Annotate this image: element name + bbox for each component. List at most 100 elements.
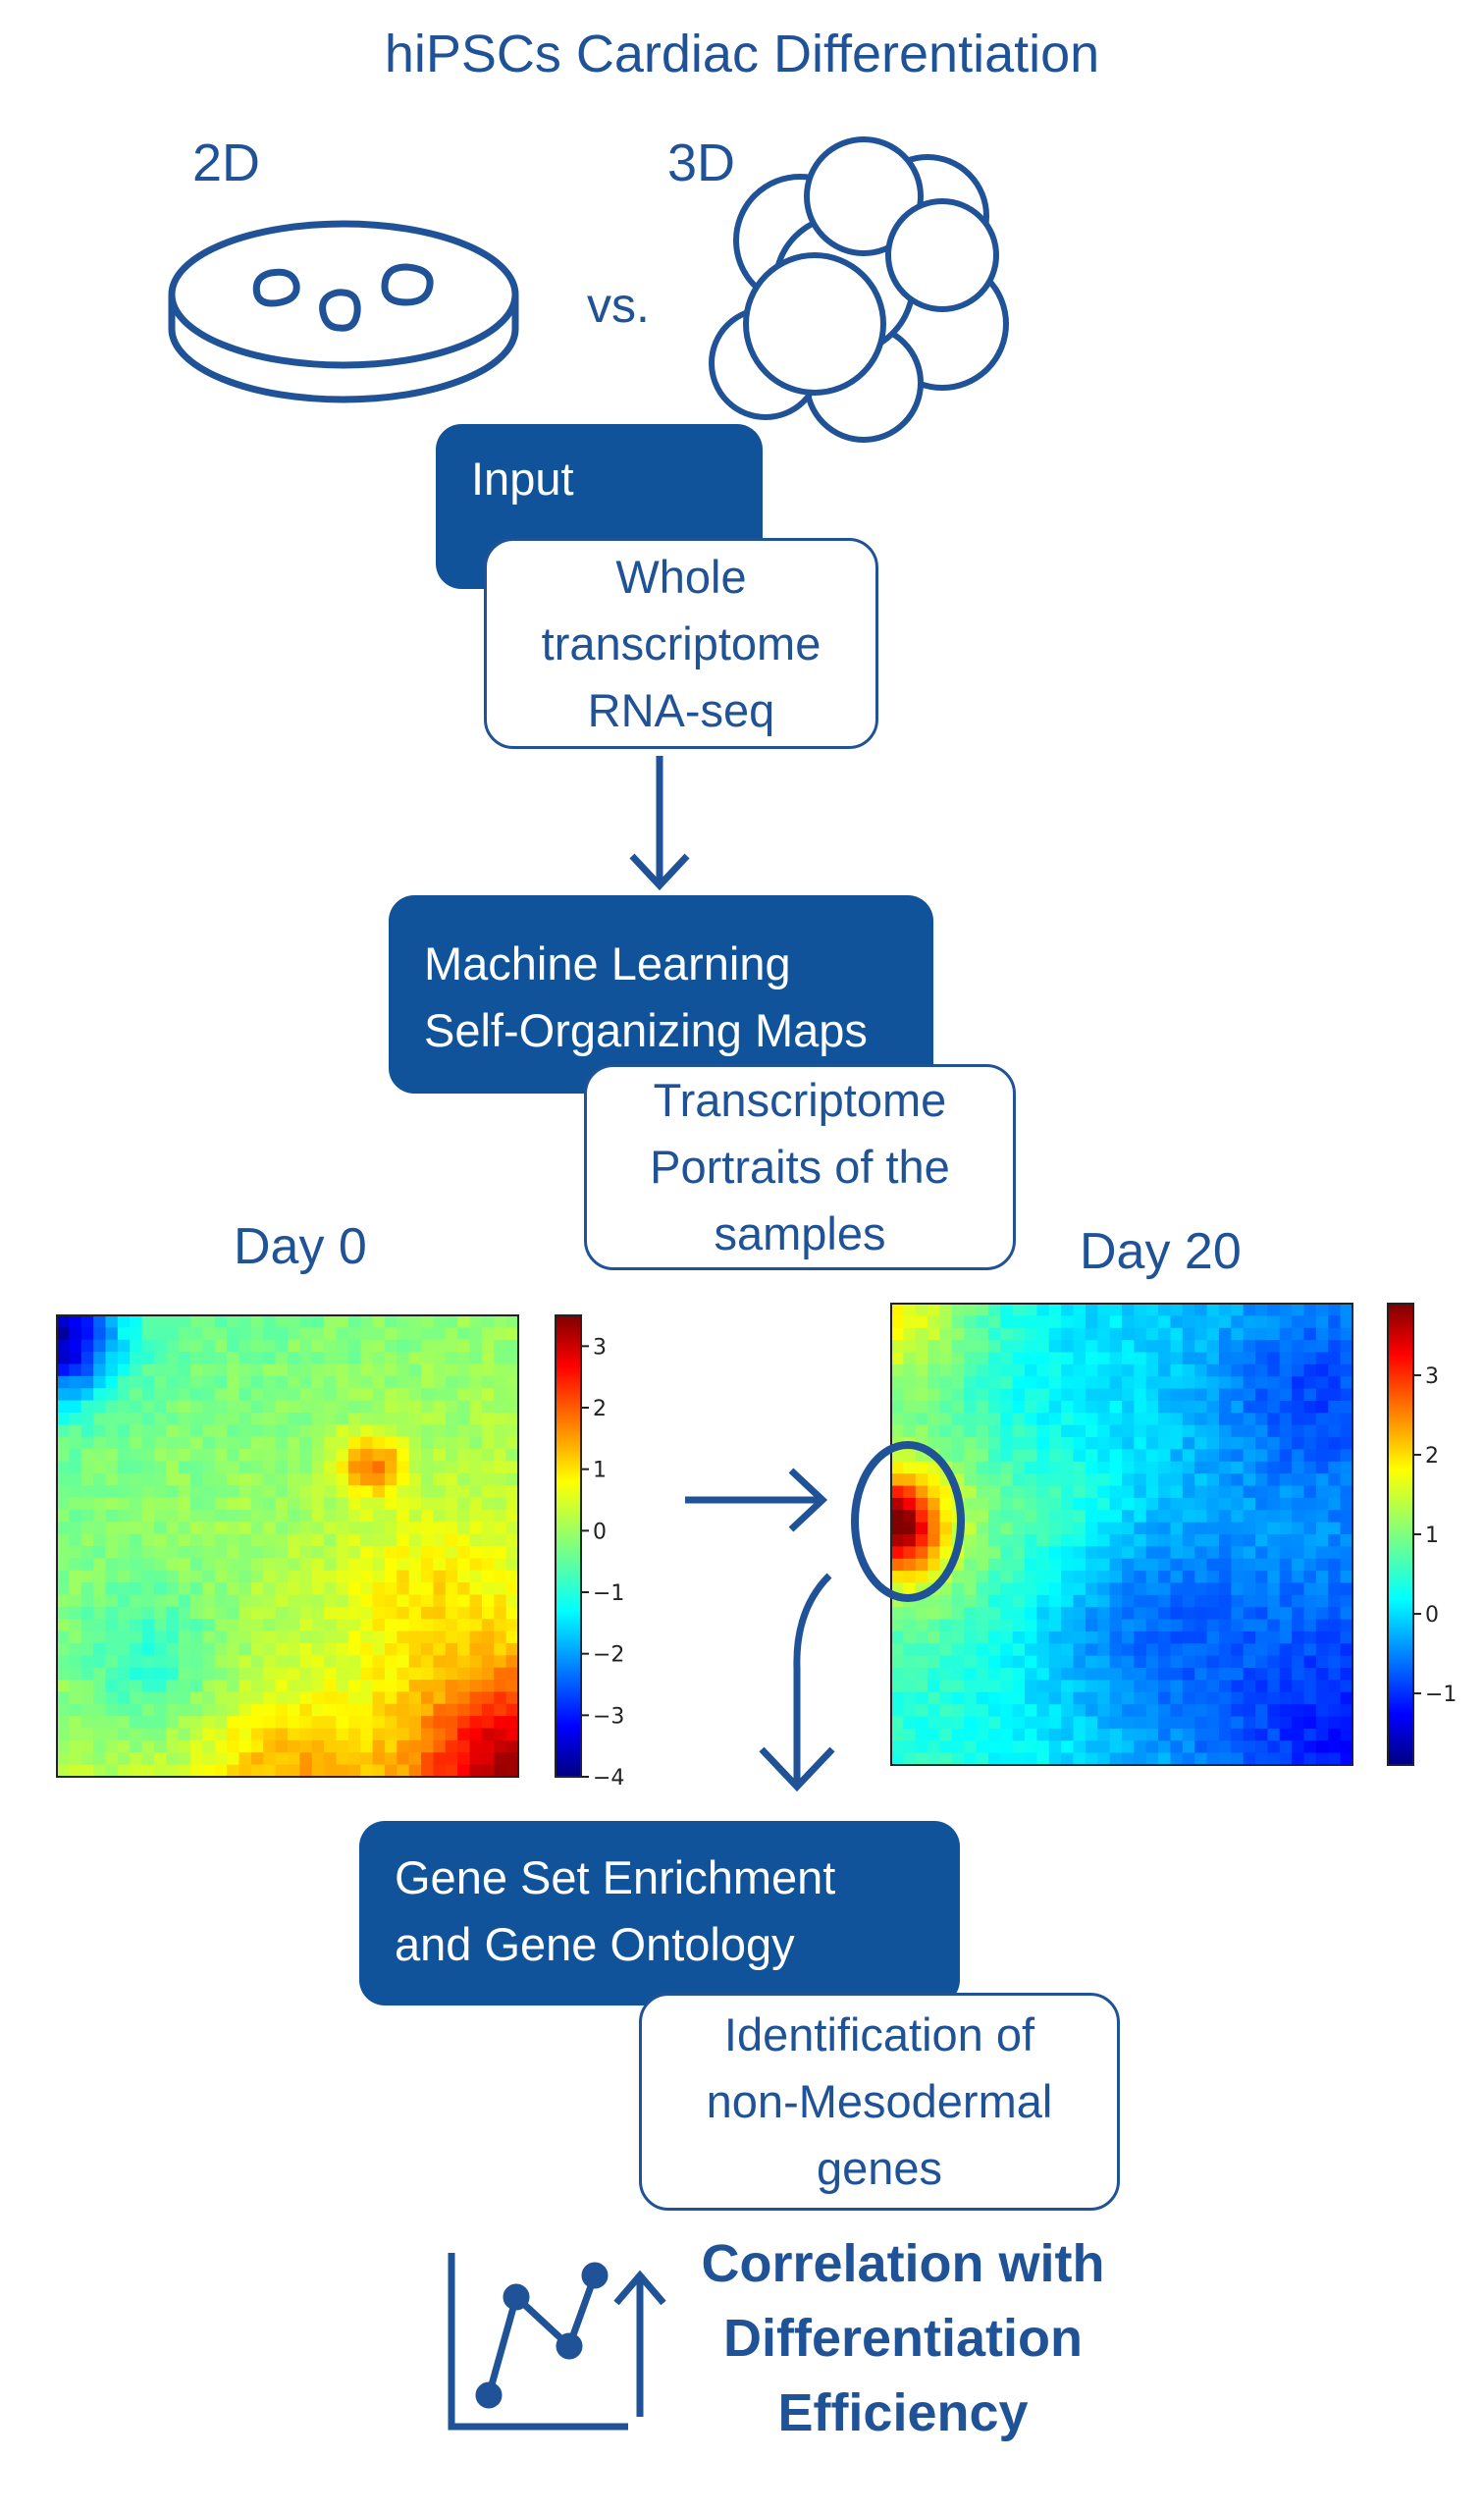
heatmap-cell: [1122, 1680, 1135, 1693]
heatmap-cell: [421, 1570, 435, 1583]
heatmap-cell: [80, 1461, 94, 1474]
heatmap-cell: [117, 1619, 131, 1632]
heatmap-cell: [69, 1642, 82, 1656]
heatmap-cell: [1025, 1424, 1038, 1438]
heatmap-cell: [1109, 1510, 1123, 1524]
heatmap-cell: [505, 1546, 519, 1559]
heatmap-cell: [1243, 1740, 1256, 1754]
heatmap-cell: [311, 1739, 325, 1753]
heatmap-cell: [928, 1558, 941, 1572]
heatmap-cell: [1000, 1728, 1014, 1741]
heatmap-cell: [408, 1655, 422, 1669]
heatmap-cell: [421, 1485, 435, 1499]
heatmap-cell: [299, 1497, 313, 1511]
heatmap-cell: [397, 1339, 410, 1353]
heatmap-cell: [105, 1655, 119, 1669]
heatmap-cell: [93, 1716, 107, 1730]
heatmap-cell: [1243, 1413, 1256, 1426]
heatmap-cell: [987, 1485, 1001, 1499]
heatmap-cell: [1134, 1716, 1147, 1730]
heatmap-cell: [976, 1752, 989, 1766]
heatmap-cell: [505, 1352, 519, 1365]
heatmap-cell: [347, 1449, 361, 1463]
heatmap-cell: [1097, 1655, 1111, 1669]
heatmap-cell: [360, 1582, 374, 1596]
heatmap-cell: [1182, 1607, 1195, 1621]
heatmap-cell: [928, 1340, 941, 1354]
heatmap-cell: [964, 1510, 978, 1524]
heatmap-cell: [57, 1752, 70, 1766]
heatmap-cell: [1182, 1534, 1195, 1547]
heatmap-cell: [178, 1703, 191, 1717]
heatmap-cell: [1109, 1716, 1123, 1730]
heatmap-cell: [939, 1643, 953, 1657]
heatmap-cell: [915, 1388, 928, 1402]
heatmap-cell: [445, 1739, 458, 1753]
heatmap-cell: [421, 1691, 435, 1705]
heatmap-cell: [299, 1363, 313, 1377]
heatmap-cell: [178, 1461, 191, 1474]
heatmap-cell: [275, 1388, 289, 1402]
heatmap-cell: [445, 1388, 458, 1402]
heatmap-cell: [263, 1546, 277, 1559]
heatmap-cell: [153, 1472, 167, 1486]
heatmap-cell: [1194, 1728, 1208, 1741]
heatmap-cell: [1109, 1728, 1123, 1741]
heatmap-cell: [1122, 1752, 1135, 1766]
heatmap-cell: [275, 1582, 289, 1596]
heatmap-cell: [976, 1304, 989, 1316]
heatmap-cell: [1036, 1352, 1050, 1365]
colorbar-tick-label: 1: [1425, 1524, 1439, 1548]
heatmap-cell: [976, 1473, 989, 1487]
heatmap-cell: [397, 1703, 410, 1717]
heatmap-cell: [397, 1472, 410, 1486]
heatmap-cell: [457, 1522, 471, 1535]
heatmap-cell: [1182, 1668, 1195, 1682]
heatmap-cell: [1170, 1534, 1184, 1547]
heatmap-cell: [288, 1619, 300, 1632]
heatmap-cell: [397, 1558, 410, 1572]
heatmap-cell: [1036, 1327, 1050, 1341]
heatmap-cell: [1097, 1352, 1111, 1365]
heatmap-cell: [202, 1716, 216, 1730]
heatmap-cell: [1206, 1607, 1220, 1621]
heatmap-cell: [1036, 1400, 1050, 1414]
heatmap-cell: [1206, 1534, 1220, 1547]
heatmap-cell: [227, 1680, 240, 1693]
heatmap-cell: [1231, 1485, 1245, 1499]
heatmap-cell: [1340, 1680, 1353, 1693]
heatmap-cell: [505, 1461, 519, 1474]
heatmap-cell: [178, 1375, 191, 1389]
heatmap-cell: [469, 1546, 483, 1559]
heatmap-cell: [408, 1436, 422, 1450]
heatmap-cell: [1194, 1668, 1208, 1682]
heatmap-cell: [141, 1594, 155, 1608]
heatmap-cell: [360, 1485, 374, 1499]
heatmap-cell: [505, 1703, 519, 1717]
heatmap-cell: [1218, 1388, 1232, 1402]
heatmap-cell: [1194, 1400, 1208, 1414]
heatmap-cell: [360, 1400, 374, 1414]
heatmap-cell: [1292, 1594, 1305, 1608]
heatmap-cell: [1328, 1437, 1342, 1451]
heatmap-cell: [1000, 1571, 1014, 1584]
heatmap-cell: [1085, 1582, 1098, 1596]
heatmap-cell: [1170, 1740, 1184, 1754]
heatmap-cell: [1134, 1546, 1147, 1560]
heatmap-cell: [1012, 1691, 1026, 1705]
heatmap-cell: [1206, 1619, 1220, 1632]
heatmap-cell: [347, 1533, 361, 1547]
heatmap-cell: [1243, 1388, 1256, 1402]
heatmap-cell: [1182, 1680, 1195, 1693]
heatmap-cell: [141, 1522, 155, 1535]
heatmap-cell: [288, 1667, 300, 1681]
heatmap-cell: [469, 1631, 483, 1644]
heatmap-cell: [1218, 1363, 1232, 1377]
heatmap-cell: [987, 1352, 1001, 1365]
heatmap-cell: [117, 1680, 131, 1693]
heatmap-cell: [360, 1752, 374, 1766]
heatmap-cell: [227, 1412, 240, 1425]
heatmap-cell: [1109, 1740, 1123, 1754]
heatmap-cell: [117, 1497, 131, 1511]
heatmap-cell: [238, 1315, 252, 1328]
